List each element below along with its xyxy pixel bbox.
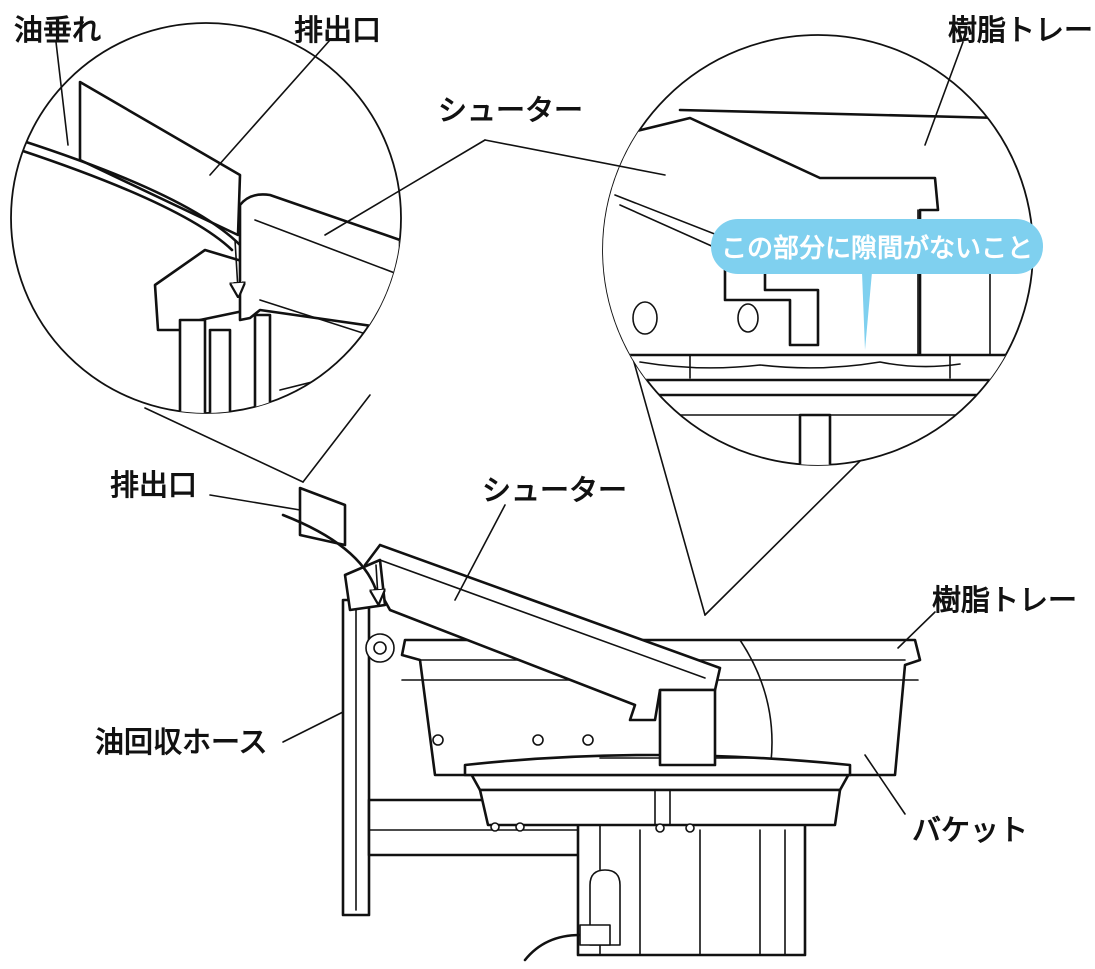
outlet-main <box>281 486 395 663</box>
gap-callout <box>711 219 1043 350</box>
base-plate <box>468 770 852 833</box>
callout-text: この部分に隙間がないこと <box>721 233 1033 264</box>
motor-unit <box>523 818 807 962</box>
main-fryer-assembly <box>281 486 922 962</box>
label-outlet-zoom: 排出口 <box>294 13 381 47</box>
leader-lines <box>55 39 964 815</box>
chute <box>363 543 722 767</box>
label-resin-tray-zoom: 樹脂トレー <box>948 13 1093 47</box>
zoom-circle-left <box>10 22 402 414</box>
label-bucket: バケット <box>912 813 1028 847</box>
label-oil-drip: 油垂れ <box>14 13 101 47</box>
label-outlet: 排出口 <box>110 468 197 502</box>
label-resin-tray: 樹脂トレー <box>932 583 1077 617</box>
label-chute-zoom: シューター <box>438 93 583 127</box>
labels: 油垂れ 排出口 シューター 樹脂トレー 排出口 シューター 樹脂トレー 油回収ホ… <box>14 13 1093 847</box>
label-oil-hose: 油回収ホース <box>95 725 268 759</box>
oil-recovery-hose <box>341 598 371 917</box>
label-chute: シューター <box>482 473 627 507</box>
